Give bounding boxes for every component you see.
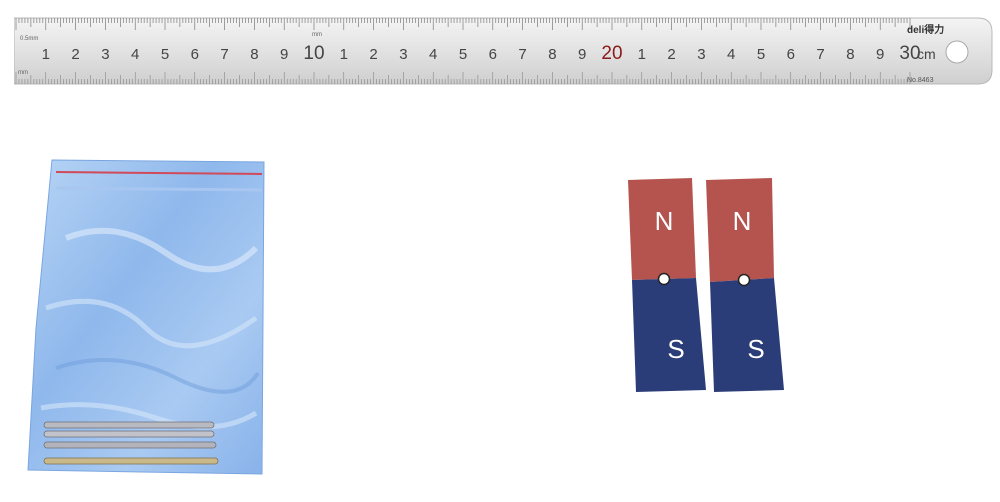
- iron-rod: [43, 457, 219, 465]
- ruler-number: 4: [727, 46, 735, 63]
- ruler-unit: cm: [917, 46, 936, 62]
- magnet-north-label: N: [733, 206, 752, 236]
- bag-body: [27, 159, 265, 475]
- magnet-north-pole: [628, 178, 696, 280]
- ruler-brand: deli得力: [907, 23, 944, 36]
- ruler-number: 7: [220, 46, 228, 63]
- ruler-number: 7: [518, 46, 526, 63]
- iron-rod: [43, 430, 215, 438]
- bag-wrinkle: [64, 227, 259, 273]
- ruler-number: 1: [340, 46, 348, 63]
- ruler-number: 4: [429, 46, 437, 63]
- ruler-number: 20: [601, 43, 622, 64]
- ruler-number: 2: [667, 46, 675, 63]
- iron-rods: [43, 421, 219, 465]
- ruler-number: 5: [757, 46, 765, 63]
- ruler-number: 10: [303, 43, 324, 64]
- ruler-number: 6: [787, 46, 795, 63]
- ruler-number: 1: [42, 46, 50, 63]
- ruler-number: 30: [899, 43, 920, 64]
- ruler-number: 6: [191, 46, 199, 63]
- ruler-number: 9: [876, 46, 884, 63]
- ruler-number: 9: [280, 46, 288, 63]
- ruler-number: 3: [697, 46, 705, 63]
- bar-magnet: N S: [706, 178, 784, 392]
- ruler-small-unit-bottom: mm: [18, 70, 28, 76]
- iron-rod: [43, 421, 215, 429]
- bag-wrinkle: [55, 358, 260, 394]
- ruler-number: 1: [638, 46, 646, 63]
- ruler-hang-hole: [945, 40, 969, 64]
- magnet-south-label: S: [747, 334, 764, 364]
- ruler-number: 8: [846, 46, 854, 63]
- ruler-number: 6: [489, 46, 497, 63]
- ruler-number: 3: [101, 46, 109, 63]
- ruler-number: 5: [459, 46, 467, 63]
- ruler-numbers: 1 2 3 4 5 6 7 8 9 10 1 2 3 4 5 6 7 8 9 20 1 2 3 4 5 6 7 8 9 30: [42, 43, 921, 64]
- ruler-number: 5: [161, 46, 169, 63]
- ruler-number: 7: [816, 46, 824, 63]
- bag-seal: [55, 186, 263, 192]
- ruler-top-ticks: [15, 18, 911, 30]
- magnet-south-pole: [632, 278, 706, 392]
- iron-rod: [43, 441, 217, 449]
- ruler-model: No.8463: [907, 77, 934, 84]
- ruler-small-unit-mid: mm: [312, 32, 322, 38]
- ruler-number: 9: [578, 46, 586, 63]
- ruler-number: 2: [369, 46, 377, 63]
- ruler-number: 8: [548, 46, 556, 63]
- magnet-north-pole: [706, 178, 774, 282]
- ruler-number: 8: [250, 46, 258, 63]
- ruler-bottom-ticks: [15, 72, 911, 84]
- bag-wrinkle: [40, 402, 258, 430]
- bar-magnet: N S: [628, 178, 706, 392]
- ruler-body: [14, 17, 993, 85]
- magnet-hole: [657, 272, 671, 286]
- magnet-south-pole: [710, 278, 784, 392]
- ruler-small-unit-top: 0.5mm: [20, 36, 38, 42]
- magnet-south-label: S: [667, 334, 684, 364]
- magnet-north-label: N: [655, 206, 674, 236]
- bag-wrinkle: [45, 298, 258, 349]
- ruler-number: 3: [399, 46, 407, 63]
- zip-bag: [27, 159, 265, 475]
- ruler-number: 4: [131, 46, 139, 63]
- ruler-number: 2: [71, 46, 79, 63]
- magnet-hole: [737, 273, 751, 287]
- bag-zip-line: [55, 171, 263, 175]
